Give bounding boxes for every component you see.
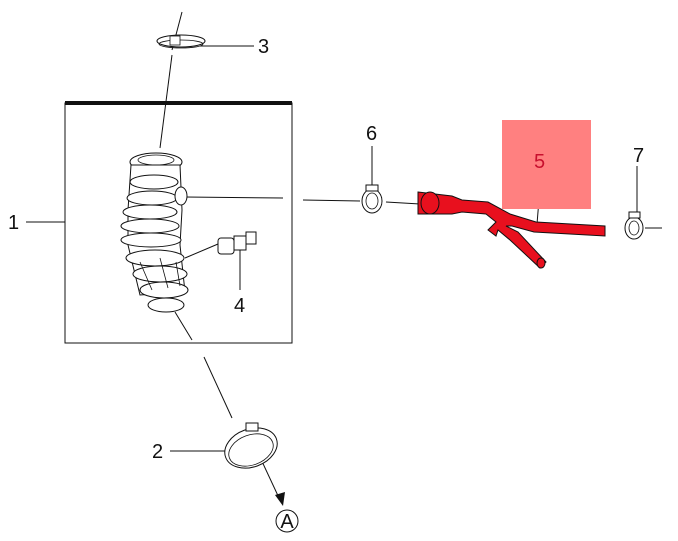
callout-5: 5 (534, 151, 545, 173)
clamp-icon (624, 211, 644, 240)
air-intake-hose-icon (120, 152, 189, 313)
clamp-icon (156, 34, 206, 49)
leader-lines (26, 11, 662, 506)
branch-hose-icon (417, 191, 606, 269)
branch-hose-group (417, 120, 606, 269)
highlight-box (502, 120, 591, 209)
callout-4: 4 (234, 295, 245, 317)
callout-2: 2 (152, 441, 163, 463)
clamp-icon (361, 184, 383, 214)
reference-label-a: A (280, 511, 294, 533)
clamp-icon (224, 422, 278, 469)
arrow-head-icon (275, 492, 285, 506)
callout-6: 6 (366, 123, 377, 145)
callout-3: 3 (258, 36, 269, 58)
reference-circle-icon: A (275, 509, 299, 533)
assembly-box (64, 101, 293, 344)
callout-1: 1 (8, 212, 19, 234)
sensor-icon (184, 231, 257, 259)
callout-7: 7 (633, 145, 644, 167)
